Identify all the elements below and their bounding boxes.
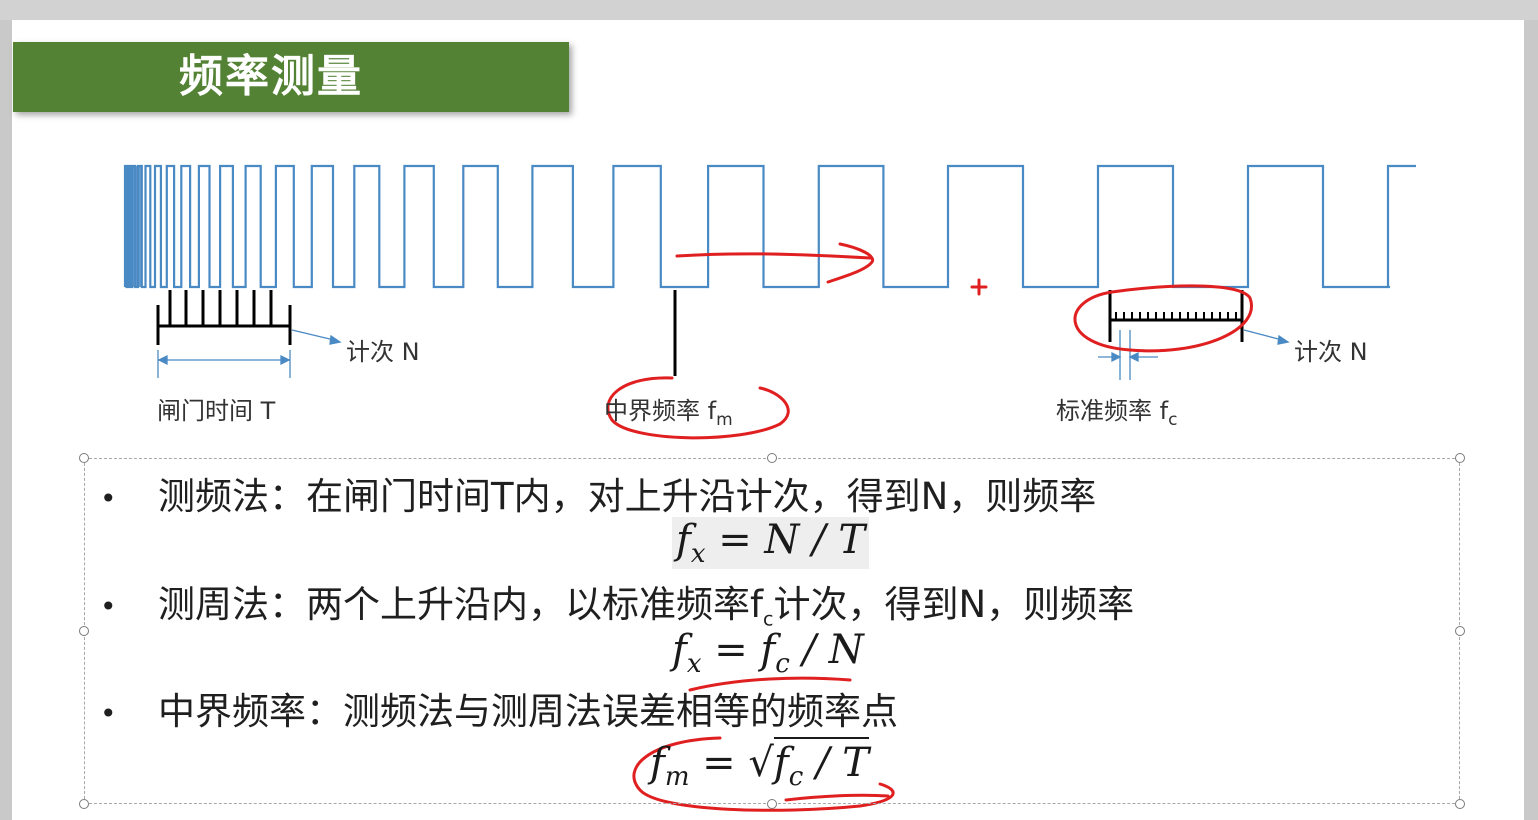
resize-handle-middle-left[interactable] bbox=[79, 626, 89, 636]
bullet-text: 测频法：在闸门时间T内，对上升沿计次，得到N，则频率 bbox=[158, 475, 1097, 518]
standard-frequency-subscript: c bbox=[1168, 409, 1178, 430]
standard-period-arrows bbox=[1098, 330, 1158, 380]
formula-lhs: f bbox=[650, 740, 665, 786]
resize-handle-top-right[interactable] bbox=[1455, 453, 1465, 463]
formula-inner: f bbox=[773, 740, 789, 786]
formula-mid-subscript: c bbox=[775, 649, 790, 679]
window-top-strip bbox=[0, 0, 1538, 20]
formula-equals-root: = √ bbox=[689, 740, 774, 786]
count-right-arrow bbox=[1243, 329, 1290, 345]
square-wave-signal bbox=[123, 164, 1416, 289]
formula-inner-rest: / T bbox=[803, 740, 869, 786]
resize-handle-bottom-center[interactable] bbox=[767, 799, 777, 809]
slide-title-bar: 频率测量 bbox=[13, 42, 569, 112]
formula-lhs-subscript: x bbox=[690, 539, 706, 569]
bullet-glyph: • bbox=[100, 697, 117, 730]
square-wave-path bbox=[123, 164, 1416, 289]
formula-lhs: f bbox=[676, 517, 691, 563]
gate-time-span-arrow bbox=[157, 350, 291, 378]
formula-period-method: fx = fc / N bbox=[672, 627, 864, 679]
red-annotations bbox=[606, 242, 1253, 812]
bullet-period-method: • 测周法：两个上升沿内，以标准频率fc计次，得到N，则频率 bbox=[100, 574, 1134, 630]
resize-handle-top-center[interactable] bbox=[767, 453, 777, 463]
formula-mid-frequency: fm = √fc / T bbox=[650, 737, 869, 792]
bullet-text-tail: 计次，得到N，则频率 bbox=[773, 583, 1135, 626]
mid-frequency-text: 中界频率 f bbox=[604, 397, 717, 425]
count-label-right: 计次 N bbox=[1294, 338, 1368, 366]
bullet-text: 中界频率：测频法与测周法误差相等的频率点 bbox=[158, 690, 898, 733]
formula-lhs-subscript: x bbox=[686, 649, 702, 679]
formula-mid: = f bbox=[701, 627, 776, 673]
resize-handle-top-left[interactable] bbox=[79, 453, 89, 463]
gate-time-ticks bbox=[156, 290, 292, 345]
bullet-mid-frequency: • 中界频率：测频法与测周法误差相等的频率点 bbox=[100, 681, 898, 735]
bullet-text: 测周法：两个上升沿内，以标准频率f bbox=[158, 583, 764, 626]
slide-title: 频率测量 bbox=[179, 51, 363, 102]
count-left-arrow bbox=[291, 329, 342, 345]
formula-lhs-subscript: m bbox=[664, 762, 690, 792]
resize-handle-middle-right[interactable] bbox=[1455, 626, 1465, 636]
mid-frequency-label: 中界频率 fm bbox=[604, 391, 733, 430]
bullet-frequency-method: • 测频法：在闸门时间T内，对上升沿计次，得到N，则频率 bbox=[100, 466, 1096, 520]
bullet-text-subscript: c bbox=[763, 608, 774, 631]
formula-lhs: f bbox=[672, 627, 687, 673]
count-label-left: 计次 N bbox=[346, 338, 420, 366]
slide-canvas bbox=[12, 20, 1524, 820]
bullet-glyph: • bbox=[100, 482, 117, 515]
formula-inner-subscript: c bbox=[788, 762, 804, 792]
standard-frequency-text: 标准频率 f bbox=[1056, 397, 1169, 425]
resize-handle-bottom-left[interactable] bbox=[79, 799, 89, 809]
formula-frequency-method: fx = N / T bbox=[672, 517, 870, 569]
formula-rhs: = N / T bbox=[705, 517, 866, 563]
bullet-glyph: • bbox=[100, 590, 117, 623]
formula-rhs: / N bbox=[789, 627, 864, 673]
mid-frequency-subscript: m bbox=[716, 409, 733, 430]
gate-time-label: 闸门时间 T bbox=[157, 397, 276, 425]
dense-wave-band bbox=[124, 166, 142, 287]
resize-handle-bottom-right[interactable] bbox=[1455, 799, 1465, 809]
standard-frequency-label: 标准频率 fc bbox=[1056, 391, 1177, 430]
formula-radicand: fc / T bbox=[773, 737, 869, 792]
standard-frequency-fine-ticks bbox=[1115, 312, 1237, 320]
